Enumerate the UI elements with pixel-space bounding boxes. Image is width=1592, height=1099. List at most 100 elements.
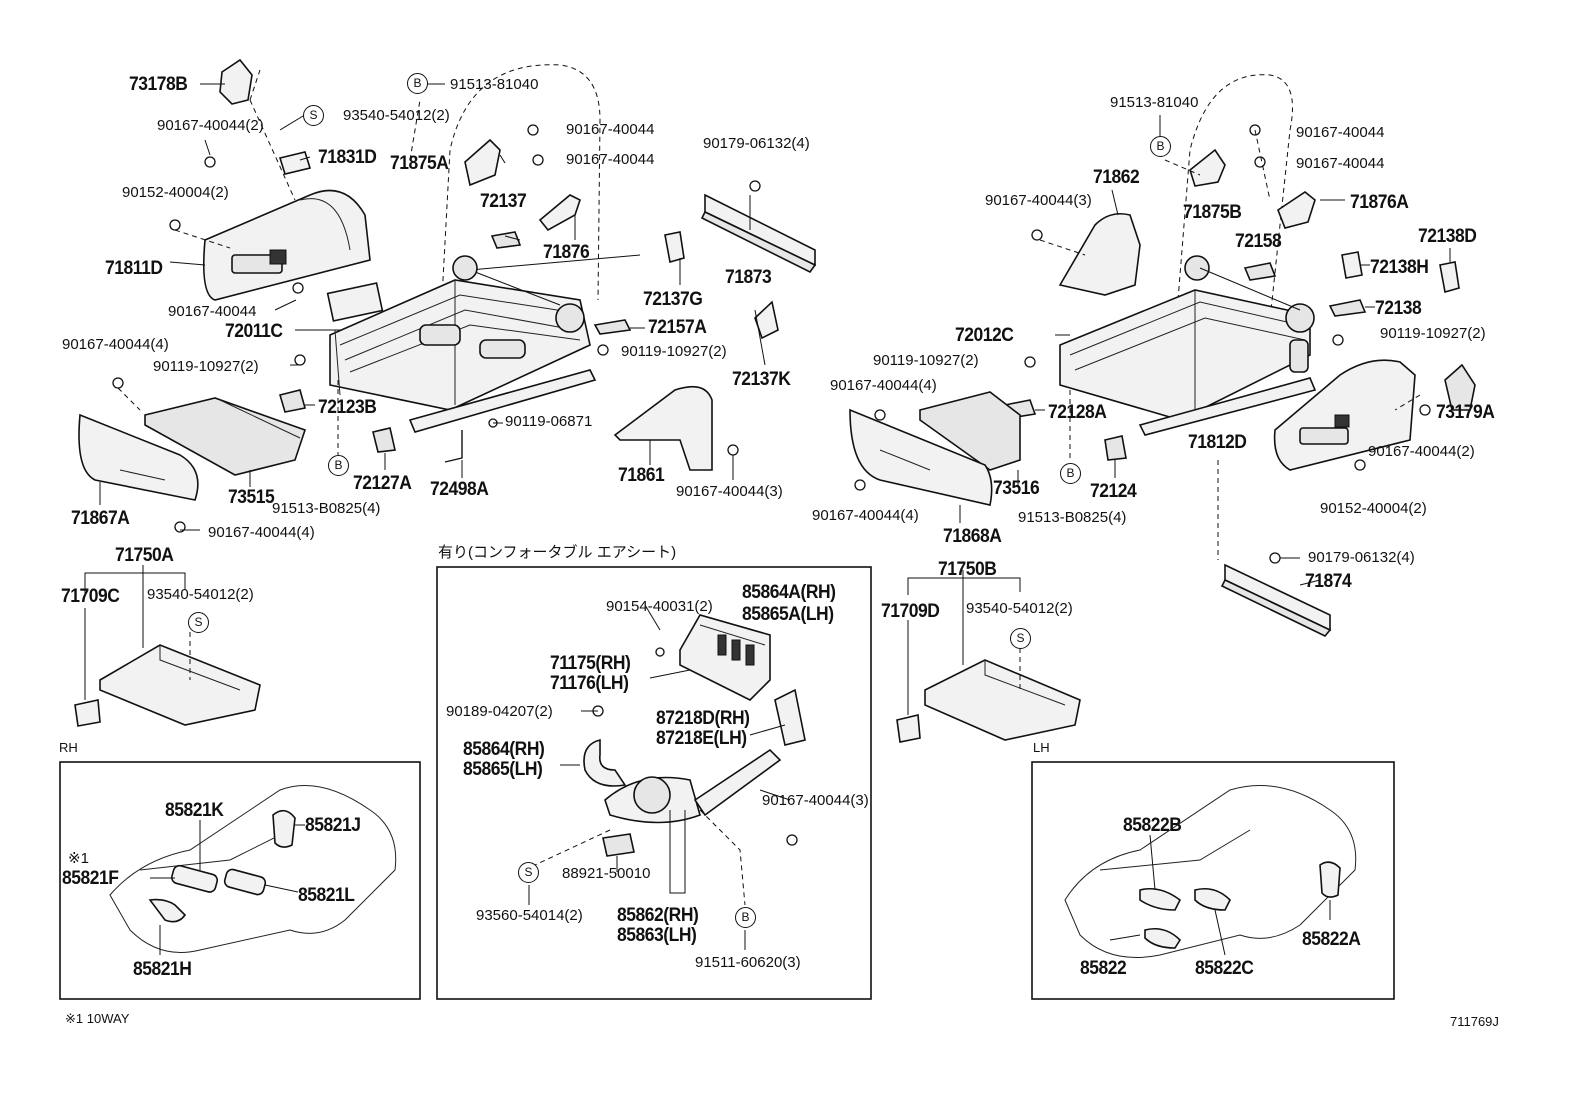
center-box-title: 有り(コンフォータブル エアシート) xyxy=(438,544,677,561)
part-label-71868A: 71868A xyxy=(943,526,1002,547)
fastener-label: 90167-40044(4) xyxy=(830,377,937,394)
part-label-73178B: 73178B xyxy=(129,74,188,95)
rh-inset-drawing xyxy=(59,761,421,1000)
fastener-label: 90167-40044(4) xyxy=(812,507,919,524)
part-label-71862: 71862 xyxy=(1093,167,1140,188)
part-label-71812D: 71812D xyxy=(1188,432,1247,453)
part-label-72137G: 72137G xyxy=(643,289,703,310)
part-label-85864: 85864(RH) xyxy=(463,739,545,760)
part-label-72498A: 72498A xyxy=(430,479,489,500)
part-label-71875A: 71875A xyxy=(390,153,449,174)
part-label-72011C: 72011C xyxy=(225,321,283,342)
center-box-drawing xyxy=(436,566,872,1000)
s-marker: S xyxy=(1010,628,1031,649)
fastener-label: 93540-54012(2) xyxy=(966,600,1073,617)
part-label-72138D: 72138D xyxy=(1418,226,1477,247)
part-label-85822C: 85822C xyxy=(1195,958,1254,979)
s-marker: S xyxy=(303,105,324,126)
part-label-71876A: 71876A xyxy=(1350,192,1409,213)
fastener-label: 90119-10927(2) xyxy=(153,358,259,375)
fastener-label: 90119-10927(2) xyxy=(873,352,979,369)
s-marker: S xyxy=(518,862,539,883)
fastener-label: 90152-40004(2) xyxy=(1320,500,1427,517)
fastener-label: 90189-04207(2) xyxy=(446,703,553,720)
lh-label: LH xyxy=(1033,740,1050,755)
fastener-label: 90119-06871 xyxy=(505,413,593,430)
fastener-label: 90167-40044 xyxy=(1296,124,1385,141)
part-label-72012C: 72012C xyxy=(955,325,1014,346)
part-label-71875B: 71875B xyxy=(1183,202,1242,223)
part-label-87218D: 87218D(RH) xyxy=(656,708,750,729)
fastener-label: 90167-40044(4) xyxy=(62,336,169,353)
lh-seat-drawing xyxy=(849,74,1476,743)
fastener-label: 91513-81040 xyxy=(450,76,539,93)
part-label-85862: 85862(RH) xyxy=(617,905,699,926)
part-label-85865A: 85865A(LH) xyxy=(742,604,834,625)
fastener-label: 93540-54012(2) xyxy=(343,107,450,124)
part-label-71874: 71874 xyxy=(1305,571,1352,592)
fastener-label: 90119-10927(2) xyxy=(621,343,727,360)
b-marker: B xyxy=(407,73,428,94)
fastener-label: 93560-54014(2) xyxy=(476,907,583,924)
b-marker: B xyxy=(328,455,349,476)
part-label-71709C: 71709C xyxy=(61,586,120,607)
fastener-label: 90167-40044 xyxy=(566,151,655,168)
part-label-72123B: 72123B xyxy=(318,397,377,418)
part-label-72128A: 72128A xyxy=(1048,402,1107,423)
fastener-label: 90179-06132(4) xyxy=(1308,549,1415,566)
part-label-71709D: 71709D xyxy=(881,601,940,622)
leader-lines xyxy=(84,69,1451,715)
fastener-label: 91513-B0825(4) xyxy=(272,500,381,517)
fastener-label: 90167-40044(4) xyxy=(208,524,315,541)
part-label-72124: 72124 xyxy=(1090,481,1137,502)
s-marker: S xyxy=(188,612,209,633)
fastener-label: 90179-06132(4) xyxy=(703,135,810,152)
part-label-85822B: 85822B xyxy=(1123,815,1182,836)
part-label-85821F: 85821F xyxy=(62,868,119,889)
diagram-id: 711769J xyxy=(1450,1014,1499,1029)
b-marker: B xyxy=(1060,463,1081,484)
footnote-marker: ※1 xyxy=(68,850,89,867)
part-label-85821J: 85821J xyxy=(305,815,361,836)
part-label-85864A: 85864A(RH) xyxy=(742,582,836,603)
fastener-label: 90167-40044 xyxy=(1296,155,1385,172)
fastener-label: 90152-40004(2) xyxy=(122,184,229,201)
part-label-71811D: 71811D xyxy=(105,258,163,279)
fastener-label: 91511-60620(3) xyxy=(695,954,801,971)
part-label-87218E: 87218E(LH) xyxy=(656,728,747,749)
fastener-label: 90167-40044(3) xyxy=(762,792,869,809)
part-label-85822A: 85822A xyxy=(1302,929,1361,950)
fasteners xyxy=(112,124,1431,846)
part-label-73179A: 73179A xyxy=(1436,402,1495,423)
part-label-72137K: 72137K xyxy=(732,369,791,390)
part-label-71876: 71876 xyxy=(543,242,590,263)
part-label-72157A: 72157A xyxy=(648,317,707,338)
lh-inset-drawing xyxy=(1031,761,1395,1000)
part-label-72138: 72138 xyxy=(1375,298,1422,319)
fastener-label: 90167-40044 xyxy=(168,303,257,320)
part-label-71867A: 71867A xyxy=(71,508,130,529)
rh-label: RH xyxy=(59,740,78,755)
part-label-85822: 85822 xyxy=(1080,958,1127,979)
part-label-72127A: 72127A xyxy=(353,473,412,494)
fastener-label: 90119-10927(2) xyxy=(1380,325,1486,342)
part-label-85863: 85863(LH) xyxy=(617,925,697,946)
fastener-label: 88921-50010 xyxy=(562,865,651,882)
part-label-71873: 71873 xyxy=(725,267,772,288)
fastener-label: 91513-B0825(4) xyxy=(1018,509,1127,526)
part-label-73515: 73515 xyxy=(228,487,275,508)
b-marker: B xyxy=(1150,136,1171,157)
fastener-label: 90167-40044(3) xyxy=(676,483,783,500)
part-label-71831D: 71831D xyxy=(318,147,377,168)
part-label-72138H: 72138H xyxy=(1370,257,1429,278)
part-label-71176: 71176(LH) xyxy=(550,673,629,694)
part-label-72158: 72158 xyxy=(1235,231,1282,252)
part-label-85821H: 85821H xyxy=(133,959,192,980)
part-label-71861: 71861 xyxy=(618,465,665,486)
fastener-label: 93540-54012(2) xyxy=(147,586,254,603)
fastener-label: 90167-40044(2) xyxy=(157,117,264,134)
part-label-85821K: 85821K xyxy=(165,800,224,821)
part-label-85865: 85865(LH) xyxy=(463,759,543,780)
